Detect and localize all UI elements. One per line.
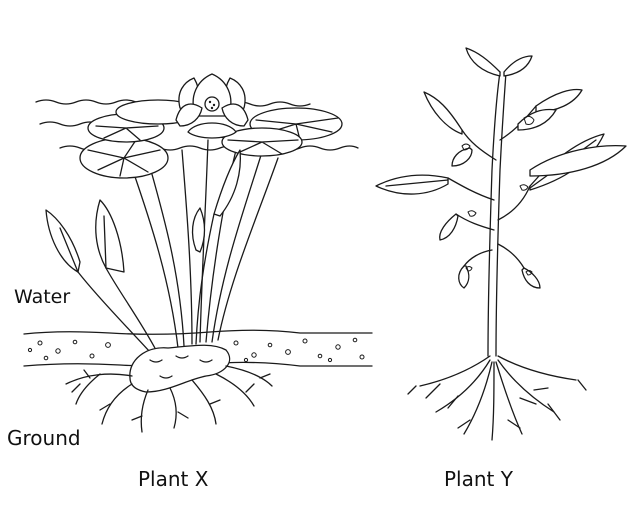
- leaf-spots: [461, 115, 535, 276]
- lotus-flower: [175, 73, 249, 139]
- label-plant-y: Plant Y: [444, 467, 513, 491]
- emergent-leaves: [45, 149, 242, 273]
- lily-stems: [77, 139, 279, 353]
- plant-y-leaves: [375, 47, 627, 289]
- rhizome: [129, 344, 231, 393]
- plant-x-roots: [65, 365, 273, 433]
- ground-layer: [23, 329, 373, 367]
- plant-y-roots: [407, 355, 587, 441]
- plant-x-drawing: [23, 73, 373, 433]
- plant-y-drawing: [375, 47, 627, 441]
- label-ground: Ground: [7, 426, 81, 450]
- label-plant-x: Plant X: [138, 467, 209, 491]
- label-water: Water: [14, 286, 71, 308]
